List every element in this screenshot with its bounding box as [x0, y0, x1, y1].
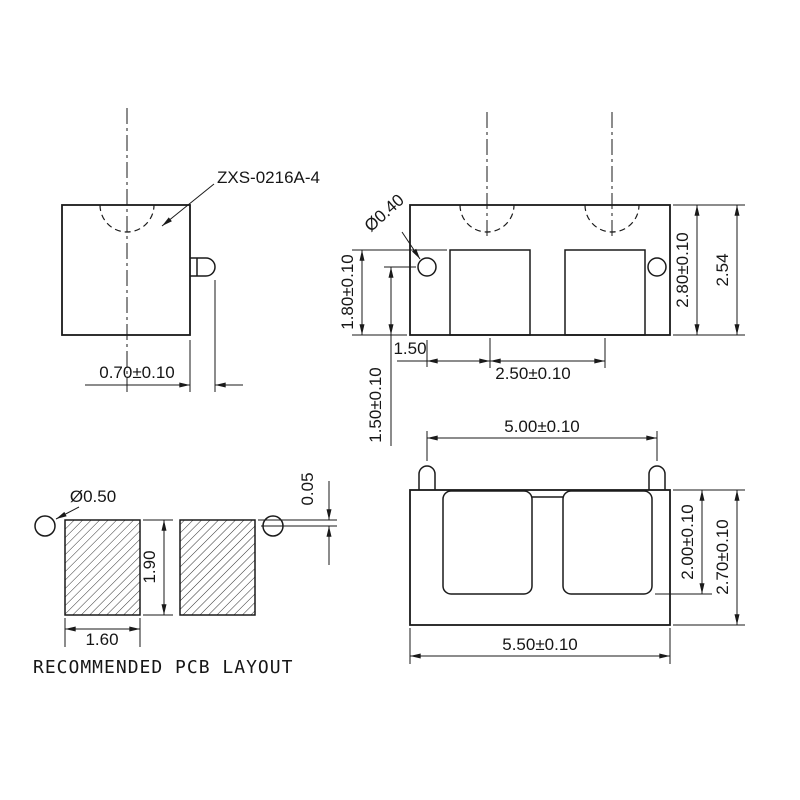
slot-outline [442, 490, 533, 595]
leader-line [161, 183, 215, 227]
pin-hole [647, 257, 667, 277]
dim-chain-pitch: 1.50 2.50±0.10 [393, 338, 606, 383]
dim-label: 2.00±0.10 [678, 504, 697, 580]
slot-outline [562, 490, 653, 595]
dim-label: 1.50±0.10 [366, 367, 385, 443]
body-outline [61, 204, 191, 336]
dim-label: 2.50±0.10 [495, 364, 571, 383]
dim-label: 1.50 [393, 339, 426, 358]
part-label-group: ZXS-0216A-4 [161, 168, 320, 227]
pin-hole [417, 257, 437, 277]
pin-outline [190, 257, 216, 277]
dim-label: 1.90 [140, 550, 159, 583]
pin-outline [418, 465, 436, 490]
part-number-label: ZXS-0216A-4 [217, 168, 320, 187]
dim-label: 1.80±0.10 [338, 254, 357, 330]
dim-label: 0.05 [298, 472, 317, 505]
dim-pin-center-to-edge: 1.50±0.10 [366, 266, 416, 446]
dim-label: 5.00±0.10 [504, 417, 580, 436]
pcb-hole [34, 515, 56, 537]
dim-body-width: 5.50±0.10 [409, 628, 671, 664]
pcb-pad [179, 519, 256, 616]
dim-heights: 2.00±0.10 2.70±0.10 [655, 489, 745, 626]
dim-offset: 0.05 [258, 472, 337, 565]
hidden-arc [99, 204, 155, 233]
top-view: Ø0.40 2.80±0.10 2.54 1.80±0.10 1.50±0.10 [338, 112, 745, 446]
dim-label: 0.70±0.10 [99, 363, 175, 382]
dim-pin-diameter: Ø0.40 [361, 190, 421, 260]
dim-pad-width: 1.60 [64, 618, 141, 649]
hidden-arc [584, 204, 640, 233]
dim-hole-diameter: Ø0.50 [55, 487, 116, 520]
dim-label: 5.50±0.10 [502, 635, 578, 654]
dim-label: 1.60 [85, 630, 118, 649]
hidden-arc [459, 204, 515, 233]
side-view: ZXS-0216A-4 0.70±0.10 [61, 108, 320, 392]
dim-label: 2.70±0.10 [713, 519, 732, 595]
dim-label: 2.80±0.10 [673, 232, 692, 308]
dim-pin-protrusion: 0.70±0.10 [85, 280, 243, 392]
dim-label: Ø0.50 [70, 487, 116, 506]
dim-label: 2.54 [713, 253, 732, 286]
pcb-layout-caption: RECOMMENDED PCB LAYOUT [33, 657, 293, 678]
body-outline [409, 489, 671, 626]
front-view: 5.00±0.10 2.00±0.10 2.70±0.10 5.50±0.10 [409, 417, 745, 664]
pcb-pad [64, 519, 141, 616]
pcb-layout: Ø0.50 1.90 1.60 0.05 RECOMMENDED PCB LAY… [33, 472, 337, 678]
slot-outline [564, 249, 646, 336]
leader-line [55, 506, 80, 520]
leader-line [401, 231, 421, 260]
dim-slot-depth: 1.80±0.10 [338, 249, 447, 336]
dim-pin-span: 5.00±0.10 [426, 417, 658, 461]
pin-outline [648, 465, 666, 490]
dim-label: Ø0.40 [361, 190, 408, 235]
body-outline [409, 204, 671, 336]
dim-body-depth: 2.80±0.10 2.54 [673, 204, 745, 336]
slot-outline [449, 249, 531, 336]
dim-pad-height: 1.90 [140, 519, 173, 616]
